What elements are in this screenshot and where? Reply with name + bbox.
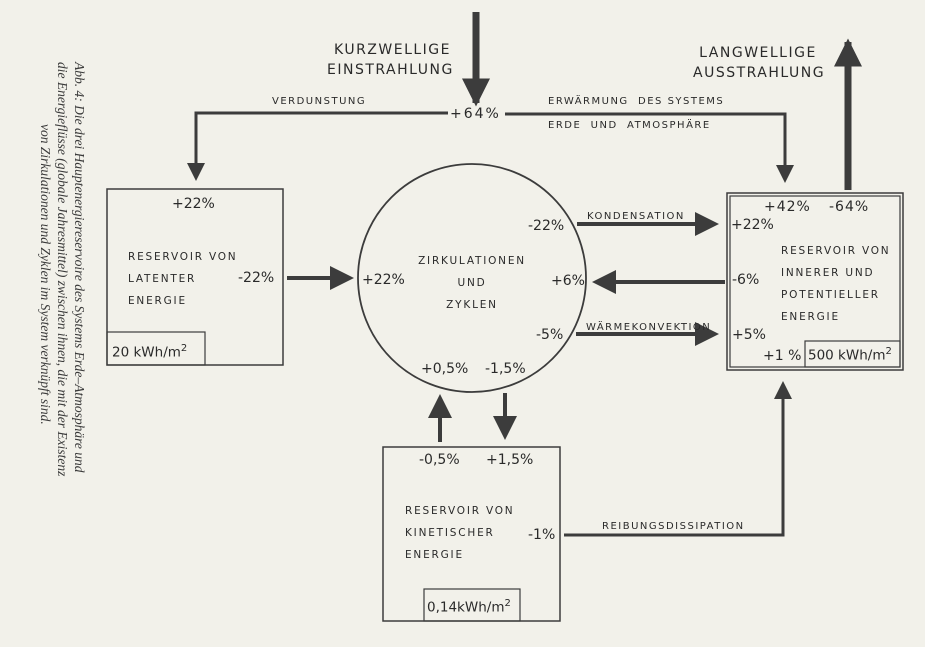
- kinetic-capacity: 0,14kWh/m2: [427, 598, 511, 616]
- internal-capacity-value: 500 kWh/m: [808, 347, 886, 364]
- circulation-out-condensation: -22%: [528, 218, 565, 234]
- kinetic-out-circulation: -0,5%: [419, 452, 460, 468]
- latent-capacity-box: [106, 331, 206, 366]
- kinetic-capacity-box: [423, 588, 521, 622]
- internal-capacity: 500 kWh/m2: [808, 346, 892, 364]
- kinetic-capacity-exp: 2: [504, 598, 511, 609]
- longwave-label-line2: AUSSTRAHLUNG: [693, 65, 826, 81]
- circulation-circle: [357, 163, 587, 393]
- kinetic-title-line: KINETISCHER: [405, 527, 495, 539]
- internal-capacity-exp: 2: [885, 346, 892, 357]
- latent-title-line: RESERVOIR VON: [128, 251, 238, 263]
- circulation-title-line: UND: [457, 277, 487, 289]
- kinetic-in-circulation: +1,5%: [486, 452, 534, 468]
- internal-in-convection: +5%: [732, 327, 766, 343]
- internal-in-heating: +42%: [764, 199, 811, 215]
- latent-capacity-exp: 2: [180, 343, 188, 354]
- shortwave-value: +64%: [450, 106, 501, 122]
- internal-title-line: INNERER UND: [781, 267, 875, 279]
- circulation-out-kinetic: -1,5%: [485, 361, 526, 377]
- convection-label: WÄRMEKONVEKTION: [586, 322, 712, 333]
- circulation-title-line: ZYKLEN: [446, 299, 498, 311]
- friction-label: REIBUNGSDISSIPATION: [602, 521, 745, 532]
- internal-out-circulation: -6%: [732, 272, 760, 288]
- shortwave-label: KURZWELLIGE EINSTRAHLUNG: [327, 40, 454, 80]
- shortwave-label-line2: EINSTRAHLUNG: [327, 62, 454, 78]
- evaporation-label: VERDUNSTUNG: [272, 96, 367, 107]
- latent-title-line: LATENTER: [128, 273, 197, 285]
- kinetic-title-line: ENERGIE: [405, 549, 464, 561]
- circulation-out-convection: -5%: [536, 327, 564, 343]
- internal-title-line: ENERGIE: [781, 311, 840, 323]
- internal-in-friction: +1 %: [763, 348, 802, 364]
- latent-title: RESERVOIR VON LATENTER ENERGIE: [128, 246, 237, 312]
- latent-title-line: ENERGIE: [128, 295, 187, 307]
- internal-box-outer: [726, 192, 904, 371]
- latent-out-value: -22%: [238, 270, 275, 286]
- circulation-in-internal: +6%: [551, 273, 585, 289]
- internal-capacity-box: [804, 340, 901, 368]
- latent-capacity: 20 kWh/m2: [112, 343, 187, 361]
- longwave-label: LANGWELLIGE AUSSTRAHLUNG: [693, 43, 826, 83]
- internal-title-line: POTENTIELLER: [781, 289, 880, 301]
- internal-title-line: RESERVOIR VON: [781, 245, 891, 257]
- friction-line: [564, 381, 792, 537]
- kinetic-title-line: RESERVOIR VON: [405, 505, 515, 517]
- condensation-label: KONDENSATION: [587, 211, 685, 222]
- kinetic-capacity-value: 0,14kWh/m: [427, 599, 505, 616]
- shortwave-label-line1: KURZWELLIGE: [334, 42, 451, 58]
- kinetic-title: RESERVOIR VON KINETISCHER ENERGIE: [405, 500, 514, 566]
- internal-out-radiation: -64%: [829, 199, 870, 215]
- longwave-label-line1: LANGWELLIGE: [699, 45, 817, 61]
- heating-line: [505, 112, 794, 183]
- latent-capacity-value: 20 kWh/m: [112, 344, 181, 361]
- circulation-title: ZIRKULATIONEN UND ZYKLEN: [412, 250, 532, 316]
- circulation-in-latent: +22%: [362, 272, 405, 288]
- internal-title: RESERVOIR VON INNERER UND POTENTIELLER E…: [781, 240, 890, 328]
- heating-label-line2: ERDE UND ATMOSPHÄRE: [548, 120, 711, 131]
- evaporation-line: [187, 111, 448, 181]
- kinetic-out-friction: -1%: [528, 527, 556, 543]
- latent-in-value: +22%: [172, 196, 215, 212]
- circulation-title-line: ZIRKULATIONEN: [418, 255, 526, 267]
- heating-label-line1: ERWÄRMUNG DES SYSTEMS: [548, 96, 725, 107]
- circulation-in-kinetic: +0,5%: [421, 361, 469, 377]
- internal-in-condensation: +22%: [731, 217, 774, 233]
